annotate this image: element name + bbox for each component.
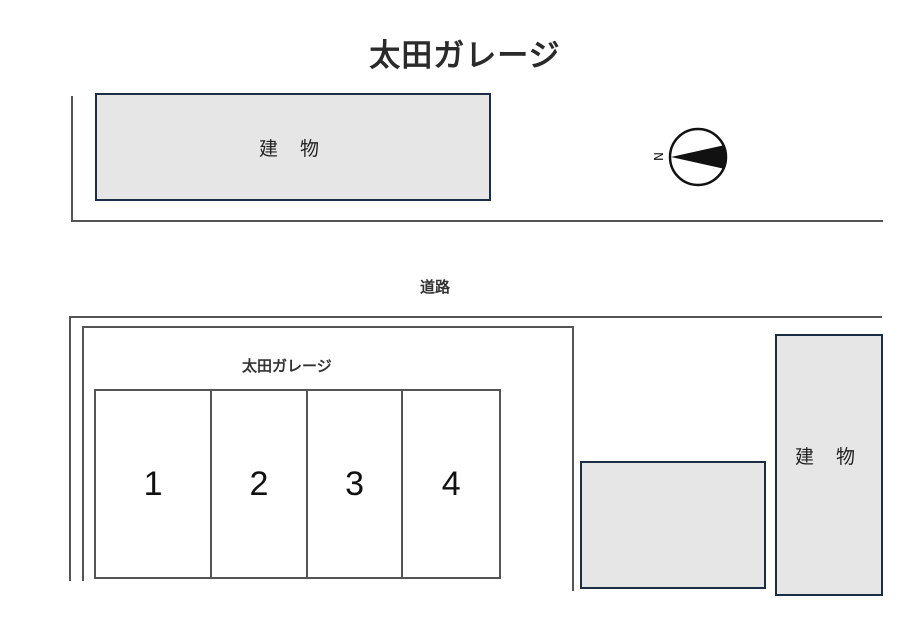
parking-lot-4[interactable]: 4: [401, 389, 501, 579]
lot-number: 2: [249, 464, 269, 503]
parking-lots: 1 2 3 4: [94, 389, 501, 579]
top-building-label: 建 物: [258, 137, 328, 160]
garage-inner-right-boundary: [572, 326, 574, 591]
adjacent-structure: [580, 461, 766, 589]
lower-outer-top-boundary: [69, 316, 882, 318]
road-label: 道路: [420, 278, 451, 296]
lot-number: 1: [143, 464, 163, 503]
north-arrow-icon: N: [645, 125, 735, 190]
garage-inner-left-boundary: [82, 326, 84, 581]
parking-lot-2[interactable]: 2: [210, 389, 306, 579]
lot-number: 4: [441, 464, 461, 503]
garage-label: 太田ガレージ: [242, 357, 332, 375]
compass-n-label: N: [652, 152, 666, 161]
right-building-label: 建 物: [794, 445, 864, 468]
top-lot-bottom-boundary: [71, 220, 883, 222]
parking-lot-1[interactable]: 1: [94, 389, 211, 579]
garage-inner-top-boundary: [82, 326, 573, 328]
top-building: 建 物: [95, 93, 491, 201]
lower-outer-left-boundary: [69, 316, 71, 581]
right-building: 建 物: [775, 334, 883, 596]
lot-number: 3: [345, 464, 365, 503]
parking-lot-3[interactable]: 3: [305, 389, 402, 579]
map-title: 太田ガレージ: [369, 38, 561, 74]
top-lot-left-boundary: [71, 96, 73, 221]
